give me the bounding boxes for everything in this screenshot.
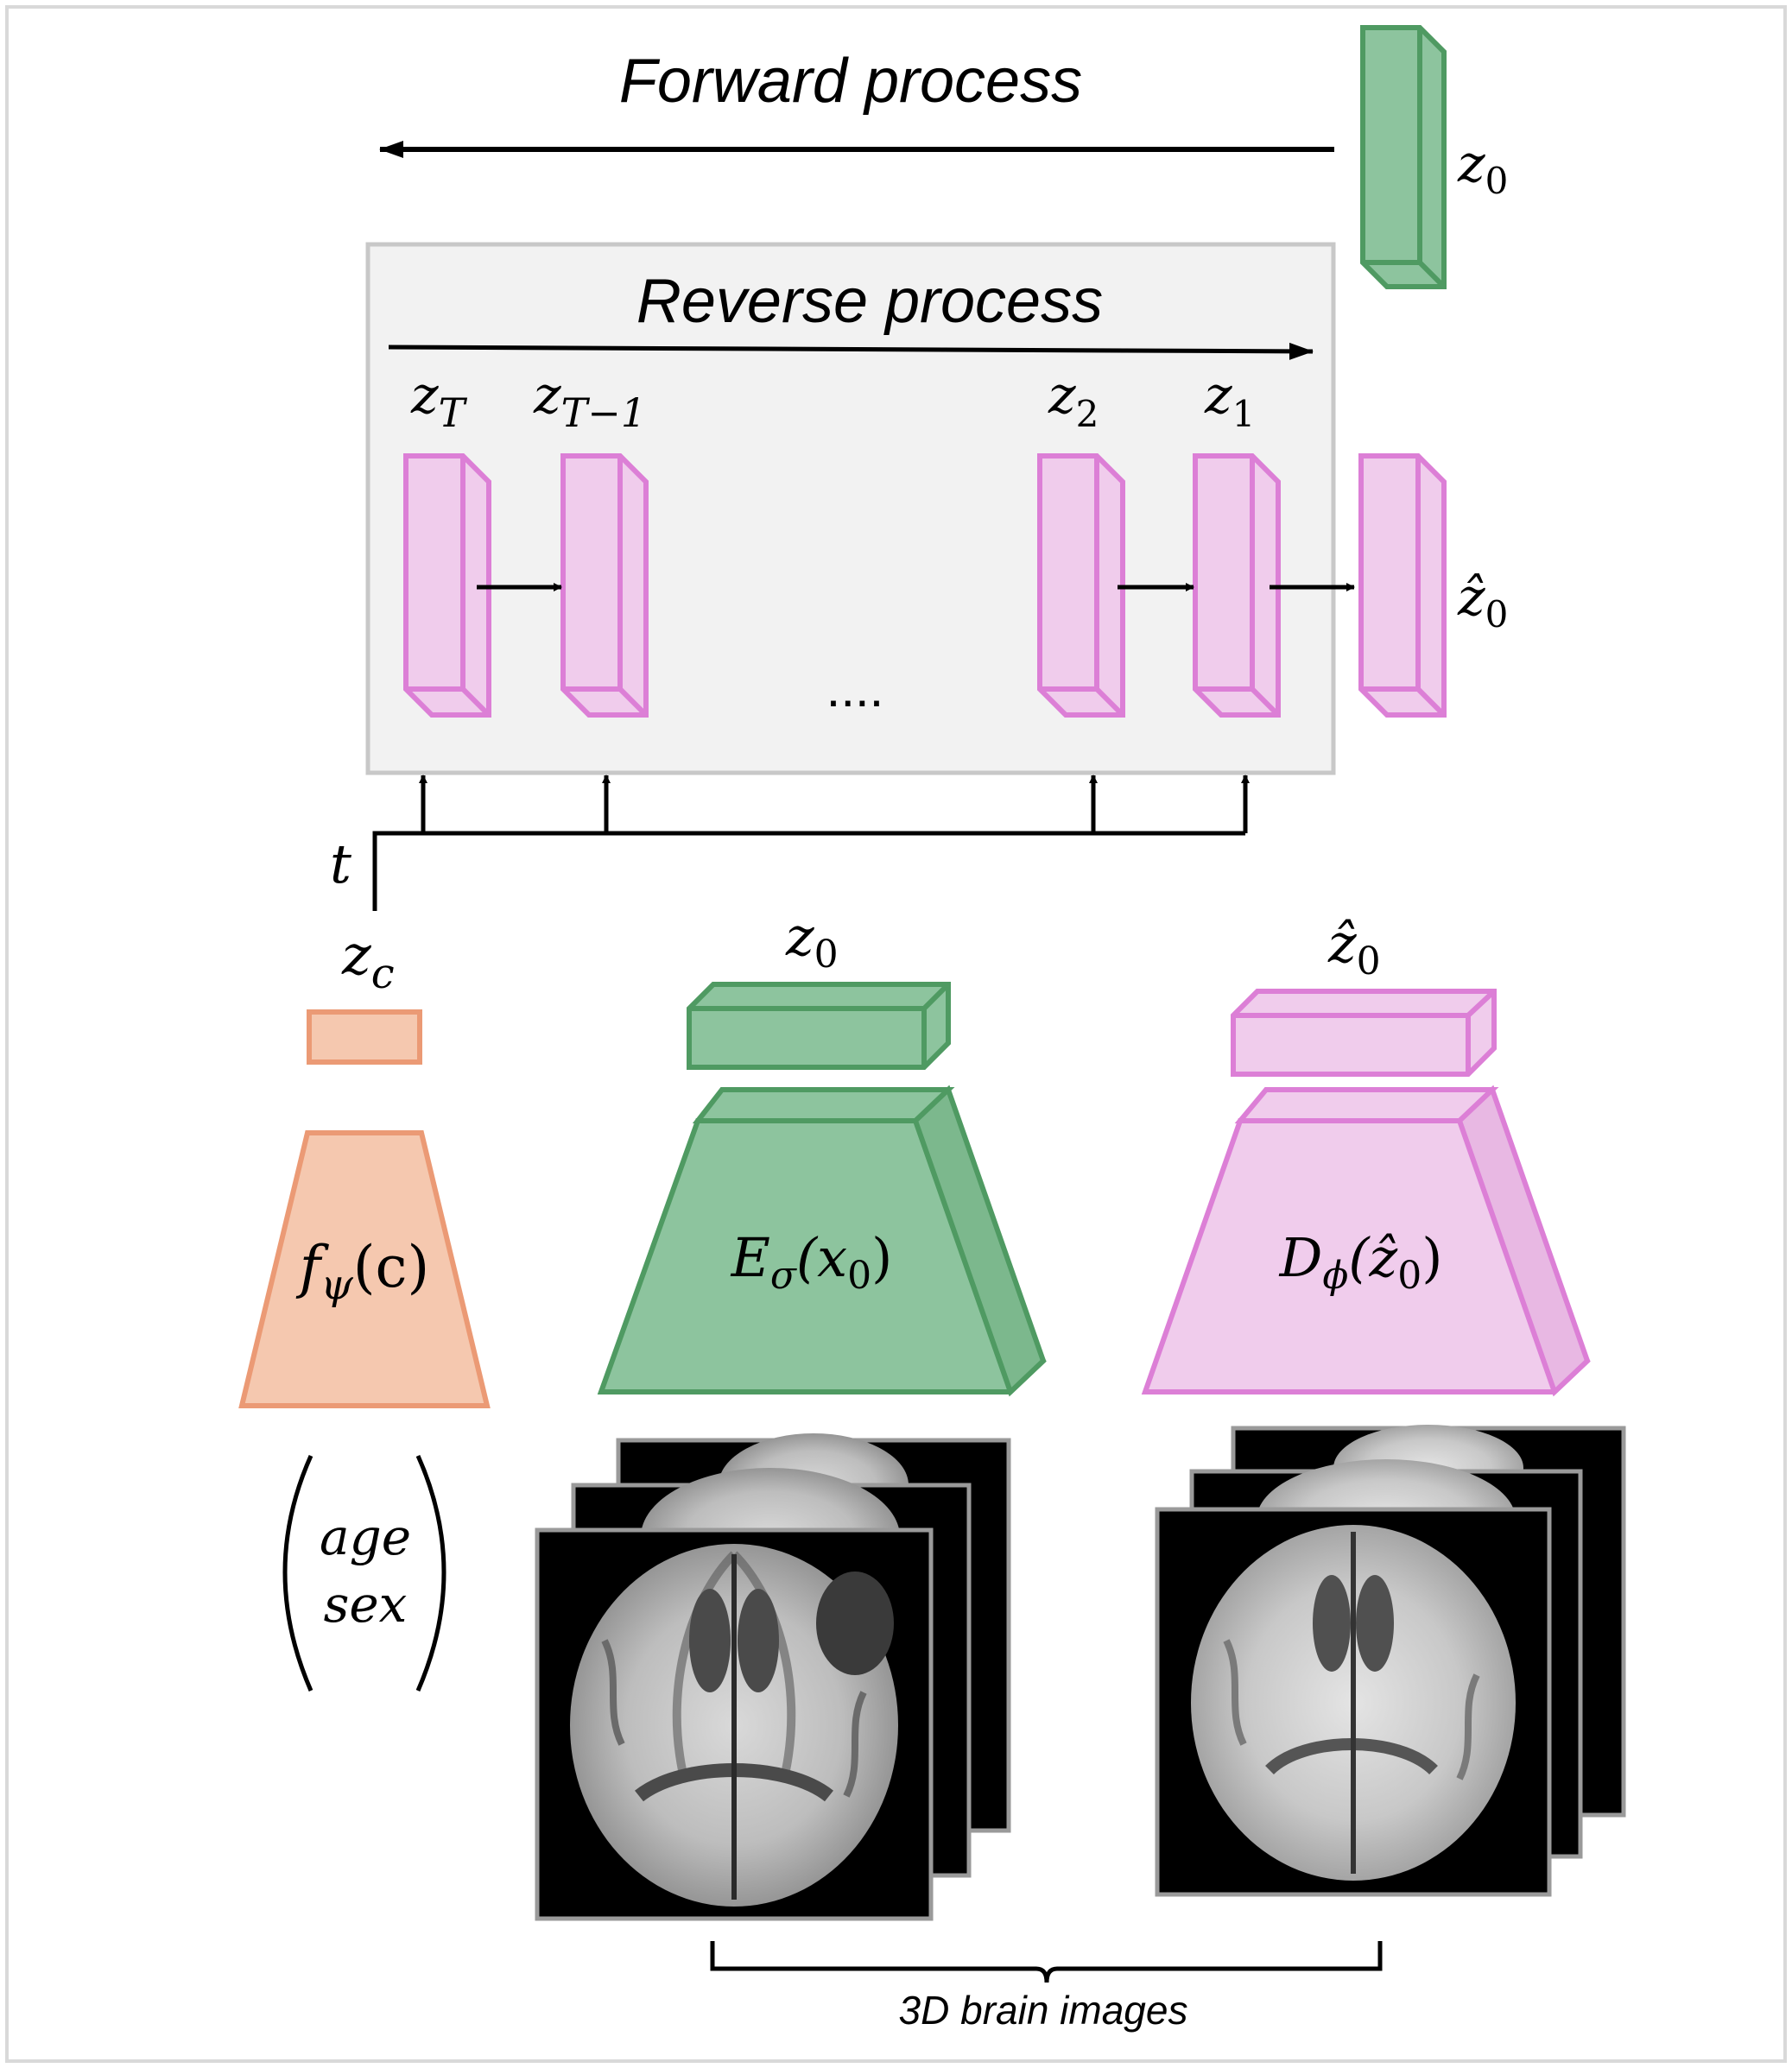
z0-label-top: z0: [1457, 134, 1508, 202]
latent-zT-1-block: [560, 453, 649, 718]
output-brain-stack: [1155, 1425, 1626, 1897]
decoder-label: Dϕ(ẑ0): [1279, 1226, 1443, 1298]
reverse-process-title: Reverse process: [636, 267, 1103, 336]
input-brain-stack: [535, 1433, 1011, 1921]
decoder-zhat0-block: [1231, 989, 1497, 1077]
reverse-process-arrow: [388, 342, 1314, 360]
images-bracket: [710, 1941, 1383, 1983]
zT-label: zT: [410, 365, 468, 436]
latent-z1-block: [1193, 453, 1281, 718]
var-sex: sex: [324, 1575, 408, 1634]
decoder-network: [1141, 1085, 1591, 1397]
zT-1-label: zT−1: [533, 365, 646, 436]
chain-ellipsis: ....: [826, 660, 884, 718]
output-brain-slice: [1191, 1525, 1516, 1881]
images-caption: 3D brain images: [899, 1988, 1188, 2033]
z0-label-bottom: z0: [785, 905, 839, 977]
vars-right-paren: [415, 1454, 446, 1692]
forward-process-title: Forward process: [619, 47, 1082, 116]
condition-encoder-label: fψ(c): [295, 1234, 430, 1309]
reverse-process-panel: [365, 242, 1336, 775]
encoder-network: [597, 1085, 1047, 1397]
latent-z0-block: [1360, 25, 1447, 289]
var-age: age: [320, 1508, 411, 1566]
zc-block: [307, 1009, 422, 1065]
z1-label: z1: [1204, 365, 1255, 435]
encoder-z0-block: [687, 982, 951, 1070]
z2-label: z2: [1048, 365, 1099, 435]
latent-z2-block: [1037, 453, 1125, 718]
zhat0-label-right: ẑ0: [1457, 567, 1508, 636]
input-brain-slice: [570, 1544, 898, 1907]
time-label: t: [330, 832, 351, 895]
encoder-label: Eσ(x0): [731, 1226, 893, 1298]
latent-zhat0-block: [1358, 453, 1447, 718]
zc-label: zc: [341, 924, 395, 998]
latent-zT-block: [403, 453, 491, 718]
zhat0-label-bottom: ẑ0: [1327, 912, 1381, 983]
condition-encoder: [238, 1130, 491, 1408]
time-bus-line: [372, 831, 1245, 911]
vars-left-paren: [282, 1454, 313, 1692]
